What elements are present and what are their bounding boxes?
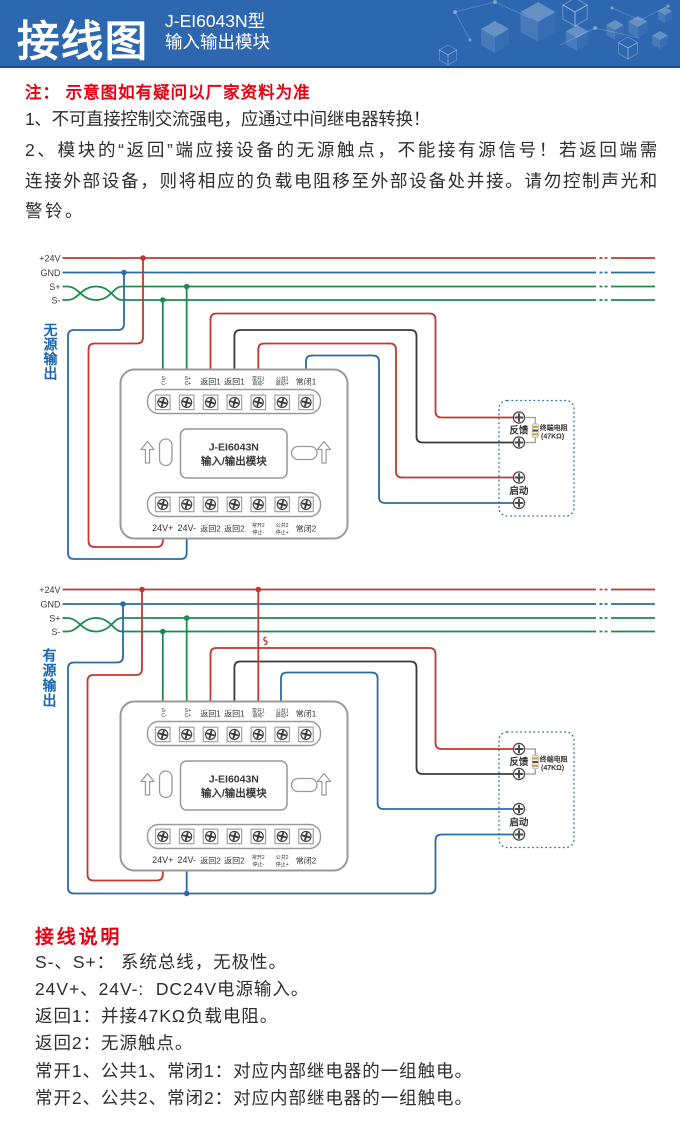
svg-text:源: 源 <box>43 663 57 679</box>
svg-text:S+: S+ <box>49 614 60 624</box>
svg-text:输: 输 <box>43 678 58 694</box>
svg-text:有: 有 <box>43 648 57 664</box>
svg-text:常闭2: 常闭2 <box>296 857 317 866</box>
svg-text:返回1: 返回1 <box>224 710 245 719</box>
svg-text:24V+: 24V+ <box>152 855 173 865</box>
svg-text:常闭1: 常闭1 <box>296 378 317 387</box>
svg-text:返回1: 返回1 <box>200 378 221 387</box>
svg-text:返回2: 返回2 <box>200 525 221 534</box>
svg-text:返回2: 返回2 <box>200 857 221 866</box>
svg-text:公共2: 公共2 <box>276 522 289 529</box>
svg-text:24V-: 24V- <box>177 523 196 533</box>
svg-text:S+: S+ <box>185 376 191 382</box>
svg-text:停止+: 停止+ <box>276 861 289 868</box>
svg-text:S-: S- <box>52 296 61 306</box>
svg-text:常闭2: 常闭2 <box>296 525 317 534</box>
svg-text:常开1: 常开1 <box>252 375 265 382</box>
svg-text:C-: C- <box>161 713 167 719</box>
svg-text:GND: GND <box>41 600 62 610</box>
svg-text:C+: C+ <box>185 713 192 719</box>
svg-text:常闭1: 常闭1 <box>296 710 317 719</box>
svg-text:源: 源 <box>44 336 58 352</box>
svg-text:24V+: 24V+ <box>152 523 173 533</box>
svg-text:S-: S- <box>162 376 167 382</box>
svg-text:+24V: +24V <box>39 254 60 264</box>
svg-text:S-: S- <box>162 708 167 714</box>
svg-text:公共1: 公共1 <box>276 375 289 382</box>
svg-text:C-: C- <box>161 381 167 387</box>
svg-text:常开1: 常开1 <box>252 707 265 714</box>
svg-text:24V-: 24V- <box>177 855 196 865</box>
svg-text:公共1: 公共1 <box>276 707 289 714</box>
svg-text:启动+: 启动+ <box>276 380 289 387</box>
svg-text:+24V: +24V <box>39 585 60 595</box>
svg-text:停止-: 停止- <box>252 861 264 868</box>
svg-text:启动-: 启动- <box>252 380 264 387</box>
svg-text:返回1: 返回1 <box>224 378 245 387</box>
svg-text:返回2: 返回2 <box>224 525 245 534</box>
svg-text:C+: C+ <box>185 381 192 387</box>
svg-text:返回1: 返回1 <box>200 710 221 719</box>
svg-text:输: 输 <box>44 351 59 367</box>
svg-text:出: 出 <box>44 365 58 381</box>
svg-text:出: 出 <box>43 693 57 709</box>
svg-text:常开2: 常开2 <box>252 522 265 529</box>
svg-text:公共2: 公共2 <box>276 854 289 861</box>
svg-text:S+: S+ <box>49 282 60 292</box>
svg-text:无: 无 <box>43 322 58 338</box>
svg-text:S+: S+ <box>185 708 191 714</box>
svg-text:常开2: 常开2 <box>252 854 265 861</box>
svg-text:启动+: 启动+ <box>276 712 289 719</box>
svg-text:S-: S- <box>52 627 61 637</box>
svg-text:停止-: 停止- <box>252 529 264 536</box>
svg-text:GND: GND <box>41 268 62 278</box>
svg-text:启动-: 启动- <box>252 712 264 719</box>
svg-text:停止+: 停止+ <box>276 529 289 536</box>
svg-text:返回2: 返回2 <box>224 857 245 866</box>
